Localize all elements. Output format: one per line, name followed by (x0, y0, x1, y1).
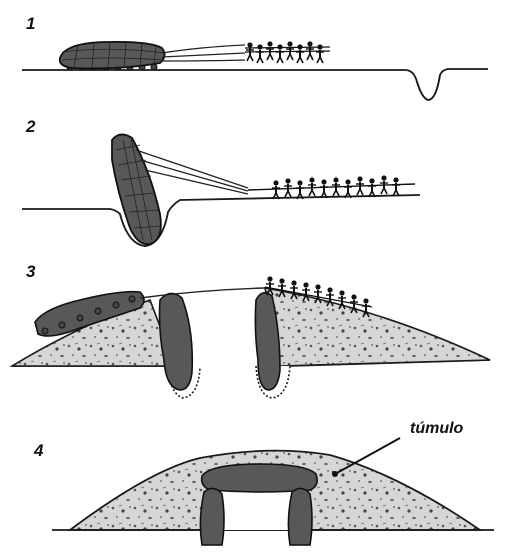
ropes (162, 45, 245, 61)
step-label-2: 2 (26, 117, 35, 137)
upright-stone-left (200, 488, 224, 545)
workers-group (245, 41, 330, 63)
panel-3 (12, 276, 490, 398)
step-label-3: 3 (26, 262, 35, 282)
upright-stone-left (160, 293, 193, 390)
tumulo-label: túmulo (410, 420, 463, 438)
ramp-right (265, 288, 490, 366)
panel-4 (52, 438, 494, 545)
step-label-4: 4 (34, 441, 43, 461)
step-label-1: 1 (26, 14, 35, 34)
panel-1 (22, 41, 488, 100)
upright-stone-right (288, 488, 312, 545)
panel-2 (22, 134, 420, 246)
ground-line (22, 195, 420, 246)
ditch (417, 75, 440, 100)
rope (140, 288, 265, 298)
megalith-stone (60, 42, 165, 69)
